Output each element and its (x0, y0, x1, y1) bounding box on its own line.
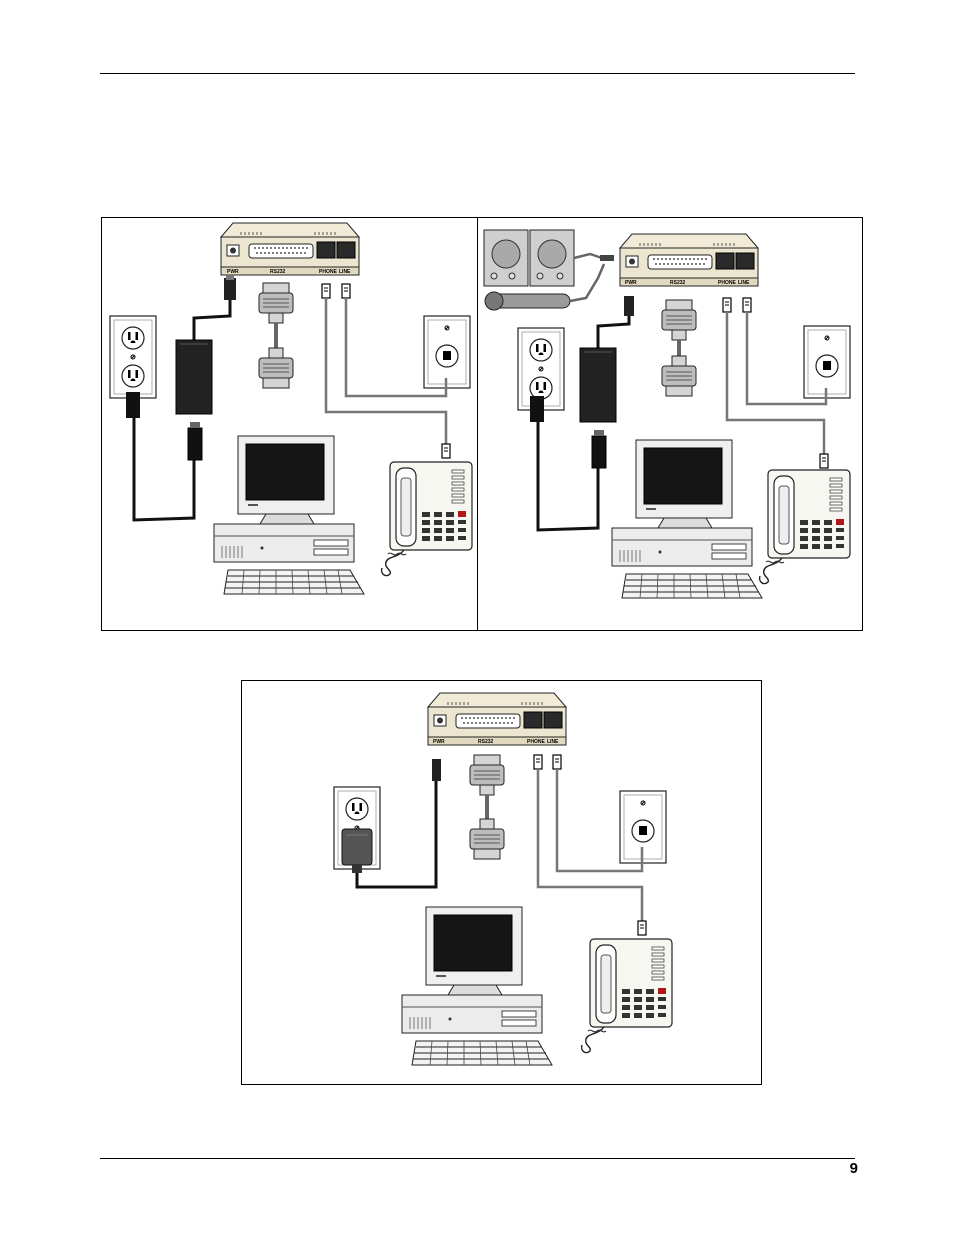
phone-jack-b (803, 325, 851, 399)
modem-a-port-label-line: LINE (339, 269, 351, 275)
diagram-c-panel: PWR RS232 PHONE LINE (241, 680, 762, 1085)
modem-a-port-label-rs232: RS232 (270, 269, 286, 275)
diagram-a-panel: PWR RS232 PHONE LINE (101, 217, 479, 631)
page-number: 9 (849, 1160, 858, 1177)
power-plug-a (224, 278, 236, 300)
line-plug-c (552, 754, 562, 770)
ac-plug-b (530, 396, 544, 422)
modem-c (427, 692, 567, 746)
footer-rule (100, 1158, 855, 1159)
telephone-a (380, 461, 473, 577)
modem-b-port-label-pwr: PWR (625, 280, 637, 286)
power-adapter-brick-b (579, 347, 617, 469)
microphone-b (484, 263, 606, 311)
modem-c-port-label-line: LINE (547, 739, 559, 745)
wall-transformer-c (341, 828, 373, 873)
modem-c-port-label-pwr: PWR (433, 739, 445, 745)
computer-c (401, 906, 553, 1066)
telephone-c (580, 938, 673, 1054)
serial-connector-modem-b (661, 299, 697, 341)
serial-connector-modem-a (258, 282, 294, 324)
phone-plug-a (321, 283, 331, 299)
modem-c-port-label-phone: PHONE (527, 739, 545, 745)
diagram-b-panel: PWR RS232 PHONE LINE (477, 217, 863, 631)
diagram-a-illustration: PWR RS232 PHONE LINE (109, 222, 473, 595)
computer-a (213, 435, 365, 595)
diagram-b-illustration: PWR RS232 PHONE LINE (483, 229, 851, 599)
modem-a (220, 222, 360, 276)
power-adapter-brick-a (175, 339, 213, 461)
ac-outlet-a (109, 315, 157, 399)
telephone-plug-b (819, 453, 829, 469)
modem-a-port-label-phone: PHONE (319, 269, 337, 275)
diagram-c-illustration: PWR RS232 PHONE LINE (333, 692, 673, 1066)
serial-connector-modem-c (469, 754, 505, 796)
power-plug-b (624, 296, 634, 316)
modem-a-port-label-pwr: PWR (227, 269, 239, 275)
phone-plug-b (722, 297, 732, 313)
telephone-b (758, 469, 851, 585)
modem-b-port-label-phone: PHONE (718, 280, 736, 286)
speakers-b (483, 229, 614, 287)
power-plug-c (432, 759, 441, 781)
serial-connector-pc-b (661, 355, 697, 397)
ac-plug-a (126, 392, 140, 418)
modem-c-port-label-rs232: RS232 (478, 739, 494, 745)
computer-b (611, 439, 763, 599)
modem-b (619, 233, 759, 287)
line-plug-a (341, 283, 351, 299)
phone-jack-a (423, 315, 471, 389)
telephone-plug-a (441, 443, 451, 459)
serial-connector-pc-a (258, 347, 294, 389)
header-rule (100, 73, 855, 74)
modem-b-port-label-rs232: RS232 (670, 280, 686, 286)
serial-connector-pc-c (469, 818, 505, 860)
modem-b-port-label-line: LINE (738, 280, 750, 286)
phone-plug-c (533, 754, 543, 770)
telephone-plug-c (637, 920, 647, 936)
line-plug-b (742, 297, 752, 313)
